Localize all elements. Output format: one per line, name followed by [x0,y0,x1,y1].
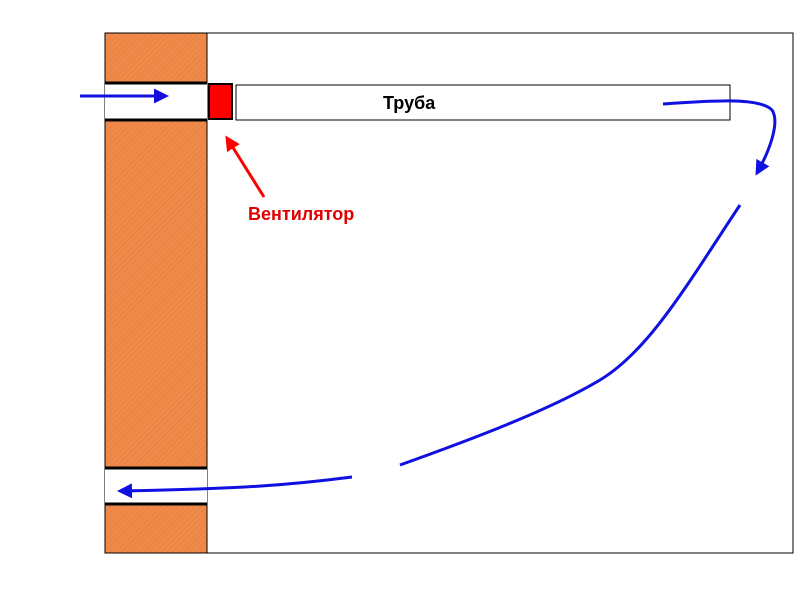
outlet-arrow [662,99,777,176]
lower-wall-opening [105,466,207,506]
fan-label: Вентилятор [248,204,354,224]
pipe-label: Труба [383,93,436,113]
pipe [235,84,731,121]
fan [208,83,233,120]
airflow-curve-arrow [399,204,742,467]
fan-pointer-arrow [225,135,266,198]
return-arrow [117,475,353,499]
upper-wall-opening [105,81,207,122]
